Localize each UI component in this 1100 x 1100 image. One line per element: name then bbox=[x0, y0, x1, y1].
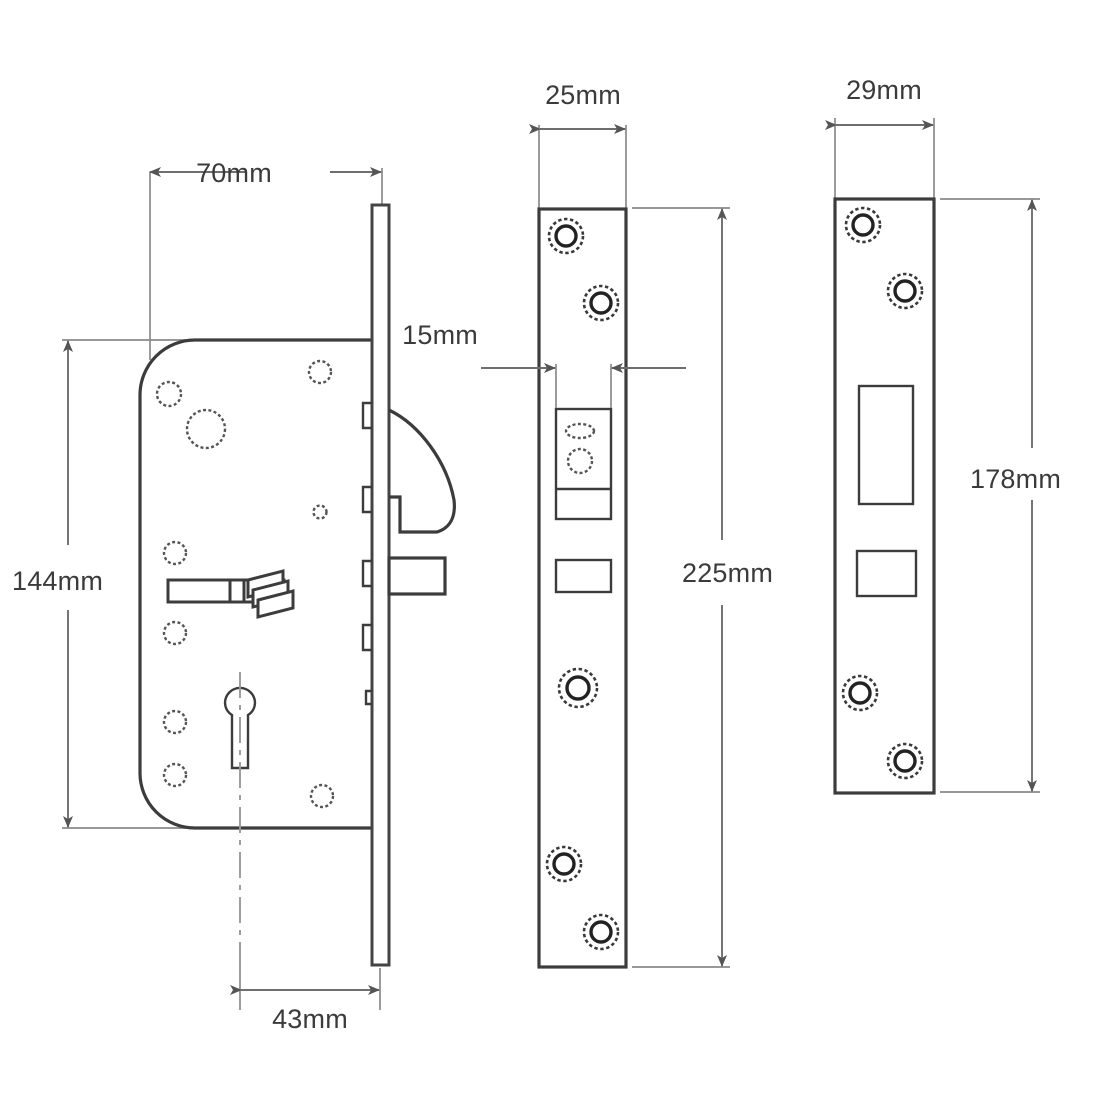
spindle-hole bbox=[185, 408, 227, 450]
dimension-43mm: 43mm bbox=[230, 968, 381, 1034]
front-view: 25mm bbox=[402, 80, 773, 969]
strike-plate bbox=[833, 197, 936, 795]
keyhole bbox=[223, 686, 257, 770]
screw-hole bbox=[841, 674, 879, 712]
dimension-label-25mm: 25mm bbox=[545, 80, 621, 110]
dimension-label-178mm: 178mm bbox=[970, 464, 1061, 494]
screw-hole bbox=[886, 742, 924, 780]
dimension-144mm: 144mm bbox=[12, 339, 210, 829]
forend-plate bbox=[537, 207, 628, 969]
face-plate bbox=[370, 203, 391, 967]
fixing-hole bbox=[162, 762, 188, 788]
latch-aperture bbox=[857, 384, 915, 506]
dimension-178mm: 178mm bbox=[940, 198, 1061, 793]
dimension-25mm: 25mm bbox=[529, 80, 627, 210]
latch-window bbox=[554, 407, 613, 521]
screw-hole bbox=[545, 845, 583, 883]
screw-hole bbox=[886, 272, 924, 310]
fixing-hole bbox=[162, 620, 188, 646]
dead-bolt-window bbox=[554, 558, 613, 594]
screw-hole bbox=[557, 667, 599, 709]
fixing-hole bbox=[309, 783, 335, 809]
lever-spring-symbol bbox=[166, 569, 295, 619]
dimension-label-43mm: 43mm bbox=[272, 1004, 348, 1034]
strike-view: 29mm bbox=[825, 75, 1061, 795]
fixing-hole bbox=[312, 504, 328, 520]
dimension-label-144mm: 144mm bbox=[12, 566, 103, 596]
dimension-label-70mm: 70mm bbox=[196, 158, 272, 188]
fixing-hole bbox=[162, 540, 188, 566]
dimension-225mm: 225mm bbox=[632, 207, 773, 968]
dimension-70mm: 70mm bbox=[149, 158, 383, 360]
dead-bolt-aperture bbox=[855, 549, 918, 598]
fixing-hole bbox=[155, 380, 183, 408]
fixing-hole bbox=[307, 359, 333, 385]
dimension-label-225mm: 225mm bbox=[682, 558, 773, 588]
latch-bolt-hook bbox=[388, 408, 456, 534]
screw-hole bbox=[582, 284, 620, 322]
side-view: 70mm 144mm bbox=[12, 158, 456, 1034]
fixing-hole bbox=[162, 709, 188, 735]
dimension-label-15mm: 15mm bbox=[402, 320, 478, 350]
screw-hole bbox=[844, 206, 882, 244]
face-plate-tabs bbox=[361, 401, 372, 706]
dimension-15mm: 15mm bbox=[402, 320, 686, 408]
screw-hole bbox=[582, 913, 620, 951]
dead-bolt bbox=[387, 556, 447, 596]
lock-case-body bbox=[138, 338, 372, 830]
screw-hole bbox=[547, 217, 585, 255]
dimension-label-29mm: 29mm bbox=[846, 75, 922, 105]
dimension-29mm: 29mm bbox=[825, 75, 935, 200]
